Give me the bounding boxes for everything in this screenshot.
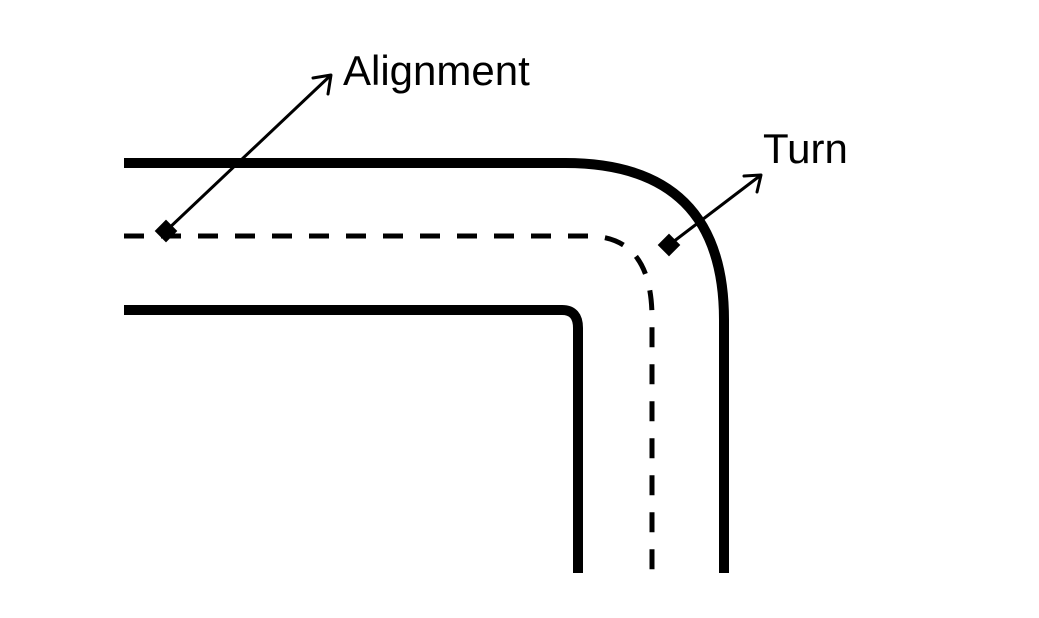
turn-label: Turn bbox=[763, 125, 848, 172]
inner-road-edge bbox=[124, 305, 583, 573]
outer-road-edge bbox=[124, 158, 729, 573]
turn-leader-line bbox=[668, 173, 762, 247]
alignment-leader-line bbox=[164, 73, 333, 233]
alignment-label: Alignment bbox=[343, 47, 530, 94]
alignment-centerline bbox=[124, 233, 655, 573]
alignment-arrowhead bbox=[311, 73, 333, 96]
turn-arrowhead bbox=[742, 173, 763, 194]
